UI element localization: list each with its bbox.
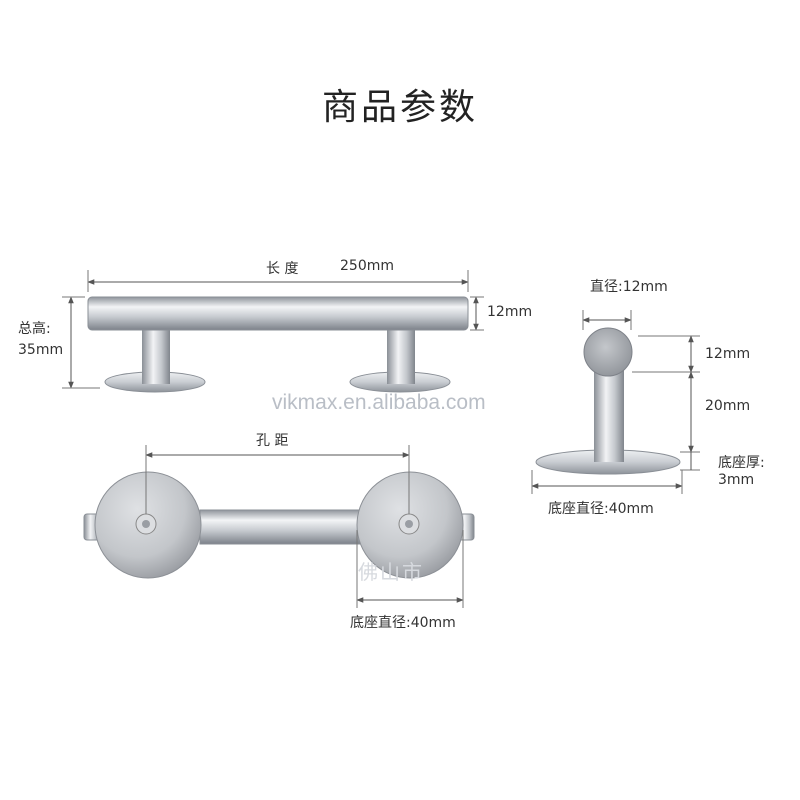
top-base-diameter-value: 底座直径:40mm [350, 615, 456, 631]
top-view-bar [199, 509, 371, 545]
base-thickness-value: 3mm [718, 472, 755, 488]
bar-end-icon [583, 327, 633, 377]
end-diameter-value: 直径:12mm [590, 279, 668, 295]
height-value: 35mm [18, 342, 64, 358]
end-view [531, 310, 700, 494]
grab-bar [87, 296, 469, 331]
length-label: 长 度 [266, 261, 299, 277]
bar-diameter-value: 12mm [487, 304, 533, 320]
length-value: 250mm [340, 258, 394, 274]
page-title: 商品参数 [321, 87, 478, 128]
base-thickness-label: 底座厚: [718, 455, 765, 471]
hole-spacing-label: 孔 距 [256, 433, 289, 449]
end-post-height-value: 20mm [705, 398, 751, 414]
end-base-diameter-value: 底座直径:40mm [548, 501, 654, 517]
stamp-text: 佛山市 [358, 560, 424, 584]
height-label: 总高: [18, 321, 51, 337]
watermark: vikmax.en.alibaba.com [272, 391, 486, 414]
end-bar-height-value: 12mm [705, 346, 751, 362]
side-view [62, 270, 484, 393]
top-view [83, 445, 475, 608]
